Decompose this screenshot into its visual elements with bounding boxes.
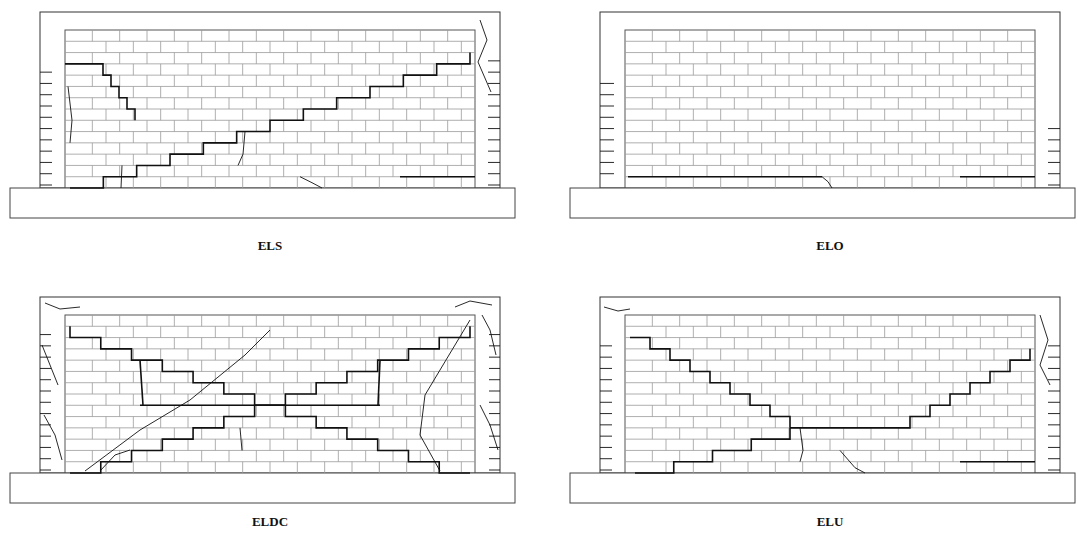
foundation-beam bbox=[10, 473, 515, 503]
infill-panel bbox=[625, 315, 1035, 473]
crack-pattern bbox=[600, 83, 1060, 188]
panel-label: ELU bbox=[815, 514, 846, 530]
rc-frame bbox=[40, 12, 500, 188]
rc-frame bbox=[600, 297, 1060, 473]
brick-joints bbox=[65, 30, 475, 188]
brick-joints bbox=[625, 30, 1035, 188]
rc-frame bbox=[600, 12, 1060, 188]
infill-panel bbox=[65, 30, 475, 188]
crack-pattern bbox=[600, 307, 1060, 473]
infill-panel bbox=[625, 30, 1035, 188]
crack-pattern bbox=[40, 301, 500, 473]
wall-panel bbox=[10, 297, 515, 503]
panel-label: ELDC bbox=[250, 514, 290, 530]
infill-panel bbox=[65, 315, 475, 473]
foundation-beam bbox=[570, 188, 1075, 218]
brick-joints bbox=[625, 315, 1035, 473]
wall-panel bbox=[570, 12, 1075, 218]
wall-panel bbox=[10, 12, 515, 218]
foundation-beam bbox=[10, 188, 515, 218]
panel-label: ELO bbox=[814, 238, 845, 254]
rc-frame bbox=[40, 297, 500, 473]
panel-label: ELS bbox=[256, 238, 285, 254]
wall-panel bbox=[570, 297, 1075, 503]
brick-joints bbox=[65, 315, 475, 473]
crack-pattern bbox=[40, 20, 500, 188]
foundation-beam bbox=[570, 473, 1075, 503]
